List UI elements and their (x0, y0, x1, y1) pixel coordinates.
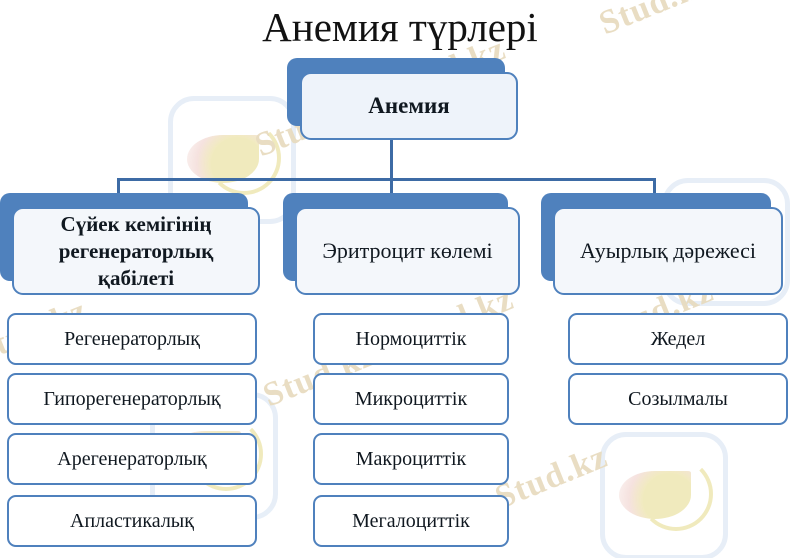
branch-node-3[interactable]: Ауырлық дәрежесі (553, 207, 783, 295)
leaf-label: Апластикалық (70, 510, 194, 532)
leaf-label: Арегенераторлық (57, 448, 207, 470)
leaf-item[interactable]: Арегенераторлық (7, 433, 257, 485)
connector-branch-drop-1 (117, 178, 120, 196)
leaf-item[interactable]: Апластикалық (7, 495, 257, 547)
branch-node-2[interactable]: Эритроцит көлемі (295, 207, 520, 295)
connector-root-stem (390, 138, 393, 180)
leaf-label: Гипорегенераторлық (43, 388, 221, 410)
leaf-label: Нормоциттік (355, 328, 467, 350)
branch-node-label: Ауырлық дәрежесі (579, 238, 757, 263)
leaf-label: Макроциттік (355, 448, 467, 470)
leaf-item[interactable]: Регенераторлық (7, 313, 257, 365)
root-node[interactable]: Анемия (300, 72, 518, 140)
leaf-label: Мегалоциттік (352, 510, 470, 532)
leaf-item[interactable]: Микроциттік (313, 373, 509, 425)
connector-branch-drop-2 (390, 178, 393, 196)
leaf-label: Регенераторлық (64, 328, 200, 350)
leaf-item[interactable]: Жедел (568, 313, 788, 365)
leaf-item[interactable]: Нормоциттік (313, 313, 509, 365)
branch-node-1[interactable]: Сүйек кемігінің регенераторлық қабілеті (12, 207, 260, 295)
leaf-label: Микроциттік (354, 388, 468, 410)
root-node-label: Анемия (368, 93, 450, 118)
leaf-item[interactable]: Созылмалы (568, 373, 788, 425)
page-title: Анемия түрлері (262, 4, 538, 50)
branch-node-label: Эритроцит көлемі (322, 238, 493, 263)
branch-node-label: Сүйек кемігінің регенераторлық қабілеті (58, 211, 214, 290)
leaf-item[interactable]: Макроциттік (313, 433, 509, 485)
connector-horizontal-bus (117, 178, 656, 181)
connector-branch-drop-3 (653, 178, 656, 196)
leaf-label: Жедел (650, 328, 706, 350)
leaf-label: Созылмалы (628, 388, 728, 410)
leaf-item[interactable]: Гипорегенераторлық (7, 373, 257, 425)
leaf-item[interactable]: Мегалоциттік (313, 495, 509, 547)
